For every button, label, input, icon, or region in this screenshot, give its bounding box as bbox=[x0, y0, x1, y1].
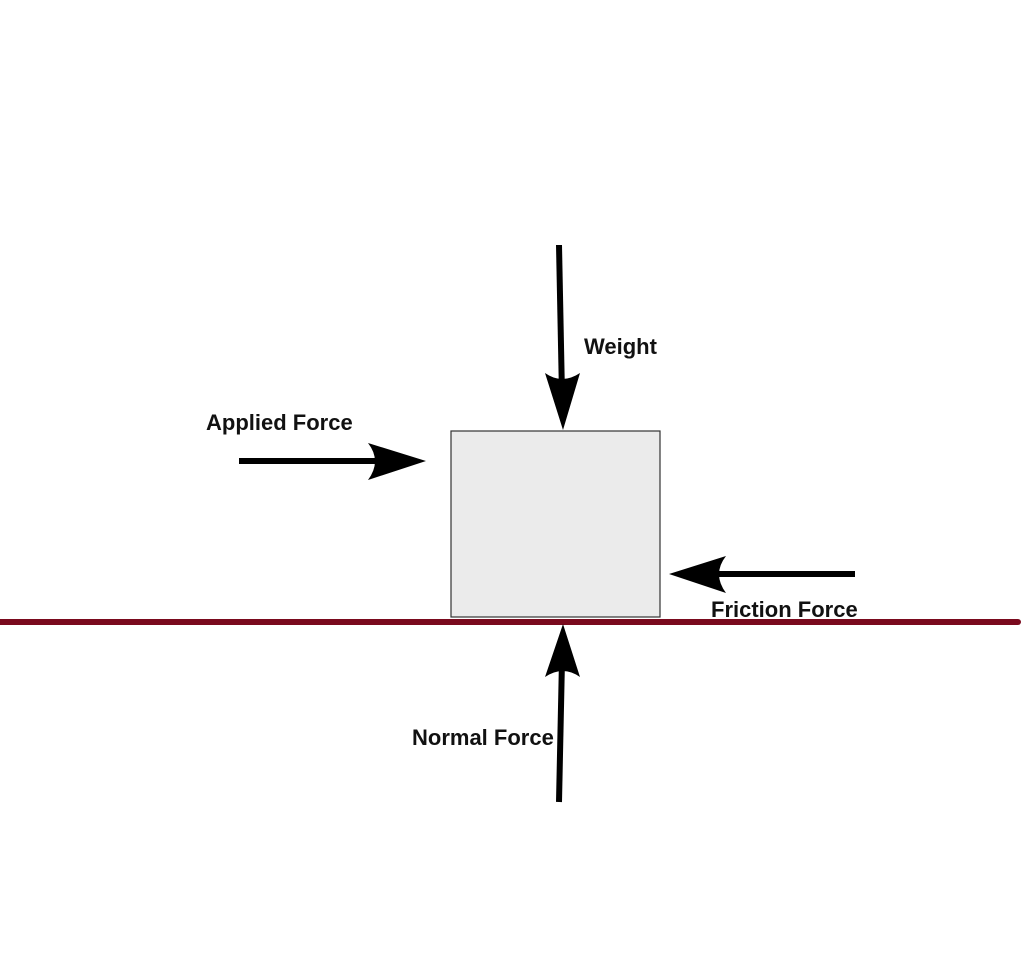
block bbox=[450, 430, 661, 618]
applied-force-label: Applied Force bbox=[206, 410, 353, 435]
friction-force-label: Friction Force bbox=[711, 597, 858, 622]
friction-force-arrow bbox=[669, 556, 855, 593]
normal-force-label: Normal Force bbox=[412, 725, 554, 750]
normal-force-arrow bbox=[545, 624, 580, 803]
weight-label: Weight bbox=[584, 334, 658, 359]
weight-arrow bbox=[545, 244, 580, 430]
applied-force-arrow bbox=[239, 443, 426, 480]
